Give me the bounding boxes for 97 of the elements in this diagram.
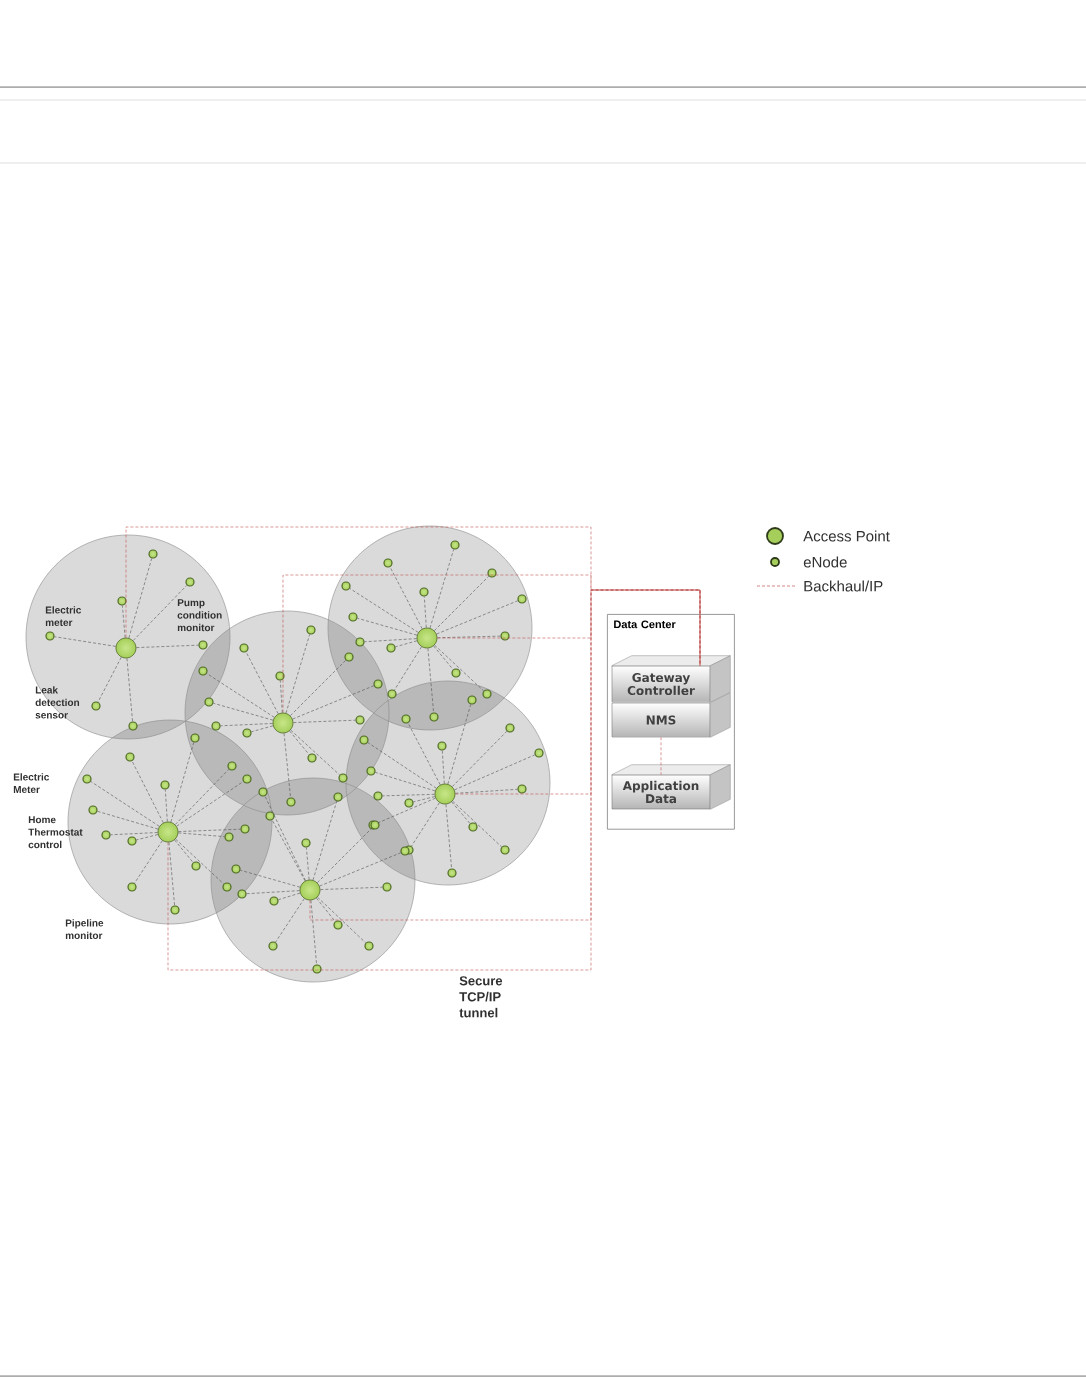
- link-line: [278, 892, 301, 900]
- link-line: [275, 898, 305, 943]
- backhaul-line: [660, 737, 662, 775]
- link-line: [90, 781, 160, 827]
- device-label: Leak detection sensor: [35, 686, 80, 719]
- link-line: [271, 819, 306, 882]
- link-line: [411, 802, 440, 847]
- link-line: [424, 596, 427, 628]
- link-line: [442, 750, 445, 784]
- backhaul-line: [309, 589, 701, 921]
- link-line: [175, 838, 224, 885]
- link-line: [452, 731, 508, 787]
- link-line: [174, 839, 194, 863]
- link-line: [290, 729, 340, 776]
- link-line: [128, 558, 153, 639]
- device-label: Electric meter: [45, 606, 82, 627]
- link-line: [165, 789, 168, 822]
- server-box: Gateway Controller: [611, 655, 731, 703]
- device-label: Pump condition monitor: [177, 599, 222, 632]
- access-point: [299, 879, 321, 901]
- link-line: [136, 834, 159, 841]
- link-line: [290, 659, 347, 716]
- link-line: [452, 800, 502, 848]
- link-line: [54, 636, 117, 647]
- link-line: [97, 656, 122, 703]
- link-line: [427, 648, 434, 713]
- link-line: [168, 842, 175, 906]
- link-line: [310, 900, 317, 965]
- link-line: [176, 781, 244, 827]
- link-line: [447, 704, 472, 785]
- link-line: [245, 651, 279, 715]
- link-line: [285, 634, 310, 714]
- link-line: [357, 617, 418, 636]
- link-line: [213, 702, 274, 721]
- link-line: [246, 890, 300, 895]
- link-line: [434, 575, 490, 631]
- link-line: [97, 811, 159, 830]
- link-line: [264, 795, 306, 881]
- access-point: [434, 783, 456, 805]
- link-line: [283, 733, 291, 798]
- link-line: [289, 730, 310, 755]
- link-line: [126, 658, 133, 722]
- link-line: [382, 794, 435, 797]
- access-point: [157, 821, 179, 843]
- link-line: [389, 566, 423, 630]
- link-line: [206, 673, 275, 718]
- access-point: [272, 712, 294, 734]
- link-line: [134, 840, 163, 884]
- link-line: [394, 646, 422, 691]
- link-line: [240, 869, 301, 888]
- backhaul-line: [167, 589, 701, 971]
- link-line: [178, 832, 225, 837]
- link-line: [312, 801, 337, 881]
- link-line: [451, 801, 471, 824]
- device-label: Home Thermostat control: [28, 816, 83, 849]
- link-line: [364, 638, 417, 643]
- link-line: [413, 796, 436, 803]
- link-line: [306, 847, 310, 880]
- link-line: [445, 804, 452, 869]
- link-line: [316, 897, 336, 922]
- link-line: [110, 832, 158, 836]
- access-point: [115, 637, 137, 659]
- link-line: [292, 685, 375, 720]
- access-point: [416, 627, 438, 649]
- link-line: [293, 719, 356, 723]
- link-line: [429, 549, 454, 629]
- link-line: [178, 828, 241, 832]
- link-line: [395, 640, 418, 648]
- link-line: [320, 886, 383, 890]
- legend-item: Backhaul/IP: [756, 580, 883, 592]
- link-line: [375, 772, 436, 792]
- server-box: Application Data: [611, 764, 731, 810]
- link-line: [132, 585, 188, 641]
- link-line: [407, 722, 441, 786]
- link-line: [131, 760, 164, 824]
- legend-item: eNode: [770, 556, 847, 568]
- link-line: [174, 769, 230, 825]
- legend-item: Access Point: [766, 527, 890, 545]
- link-line: [319, 852, 402, 887]
- link-line: [433, 645, 454, 670]
- link-line: [170, 742, 195, 823]
- link-line: [317, 896, 366, 944]
- link-line: [436, 600, 519, 635]
- link-line: [349, 588, 419, 633]
- link-line: [220, 723, 273, 727]
- link-line: [251, 725, 274, 733]
- link-line: [376, 797, 436, 824]
- link-line: [122, 605, 126, 638]
- backhaul-line: [455, 589, 701, 795]
- device-label: Secure TCP/IP tunnel: [459, 976, 503, 1018]
- link-line: [367, 742, 437, 789]
- link-line: [136, 644, 199, 648]
- link-line: [434, 644, 484, 692]
- device-label: Electric Meter: [13, 773, 50, 794]
- link-line: [454, 754, 536, 791]
- link-line: [317, 827, 373, 883]
- device-label: Pipeline monitor: [65, 919, 104, 940]
